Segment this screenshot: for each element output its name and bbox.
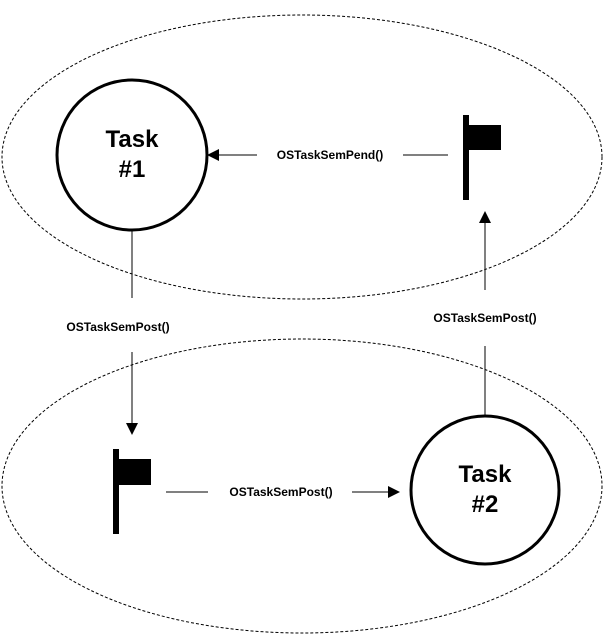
task2-label-line1: Task xyxy=(459,461,513,488)
task1-post-label: OSTaskSemPost() xyxy=(66,320,169,334)
task1-circle xyxy=(55,78,209,232)
flag-pole xyxy=(113,449,119,534)
pend-label: OSTaskSemPend() xyxy=(277,148,383,162)
pend-arrow: OSTaskSemPend() xyxy=(207,148,448,162)
task2-boundary-ellipse xyxy=(1,338,603,634)
task1-label-line1: Task xyxy=(106,126,160,153)
task1-label-line2: #1 xyxy=(119,156,146,183)
flag-post-arrow: OSTaskSemPost() xyxy=(166,485,400,499)
flag-pole xyxy=(463,115,469,200)
flag-banner xyxy=(119,459,151,485)
flag-post-label: OSTaskSemPost() xyxy=(229,485,332,499)
task2-post-arrow: OSTaskSemPost() xyxy=(433,211,537,416)
task2-circle xyxy=(409,414,561,566)
flag-icon xyxy=(113,449,151,534)
flag-banner xyxy=(469,125,501,150)
task1-boundary-ellipse xyxy=(1,14,603,300)
flag-icon xyxy=(463,115,501,200)
task2-label-line2: #2 xyxy=(472,491,499,518)
task2-post-label: OSTaskSemPost() xyxy=(433,311,536,325)
task2-node: Task #2 xyxy=(409,414,561,566)
task1-node: Task #1 xyxy=(55,78,209,232)
task1-post-arrow: OSTaskSemPost() xyxy=(66,230,170,435)
